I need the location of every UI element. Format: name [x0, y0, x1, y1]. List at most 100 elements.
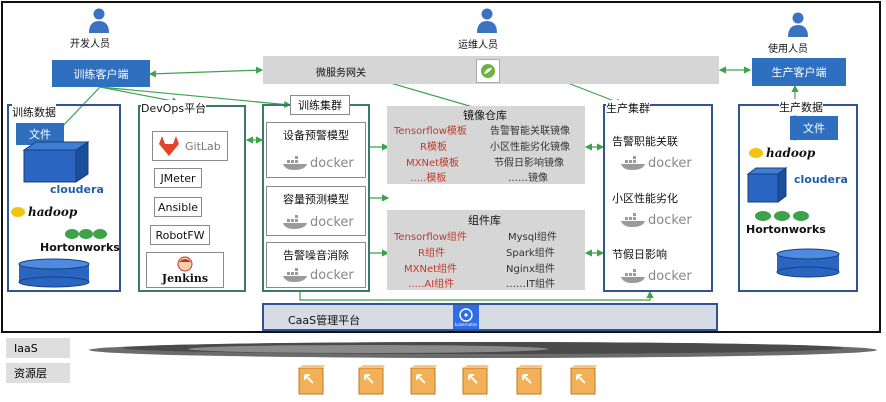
image-repo-panel: [387, 106, 585, 184]
prod-hadoop-text: hadoop: [766, 146, 816, 160]
component-it-1: Mysql组件: [508, 232, 557, 243]
prod-hortonworks-logo: Hortonworks: [746, 223, 826, 236]
dev-person-icon: [88, 8, 110, 38]
ansible-item[interactable]: Ansible: [154, 197, 202, 217]
gitlab-text: GitLab: [185, 139, 221, 153]
image-template-4: …..模板: [410, 173, 447, 184]
iaas-label: IaaS: [14, 341, 38, 355]
component-ai-3: MXNet组件: [404, 264, 458, 275]
model-card-2[interactable]: 容量预测模型: [266, 186, 366, 236]
kubernetes-icon: kubernetes: [453, 305, 479, 329]
prod-file-box: 文件: [790, 116, 838, 140]
resource-label: 资源层: [14, 367, 47, 380]
platform-frame: [1, 1, 881, 333]
ops-role-label: 运维人员: [458, 40, 498, 51]
jmeter-item[interactable]: JMeter: [154, 168, 202, 188]
arrow-client-gateway: [148, 66, 264, 78]
model-label-3: 告警噪音消除: [283, 249, 349, 262]
jenkins-logo: Jenkins: [146, 252, 224, 288]
arrow-client-devops: [99, 86, 180, 105]
docker-text: docker: [310, 214, 354, 230]
server-icon: [298, 364, 326, 400]
prod-elephant-icons: [754, 208, 812, 227]
jenkins-text: Jenkins: [161, 271, 209, 285]
iaas-label-box: IaaS: [6, 338, 70, 358]
docker-logo: docker: [620, 212, 692, 228]
caas-bar: [262, 303, 718, 331]
spring-icon: [476, 59, 500, 83]
component-repo-title: 组件库: [468, 214, 501, 227]
component-repo-panel: [387, 210, 585, 290]
model-label-2: 容量预测模型: [283, 193, 349, 206]
image-template-3: MXNet模板: [406, 158, 460, 169]
component-ai-4: …..AI组件: [408, 279, 455, 290]
prod-client-button[interactable]: 生产客户端: [752, 58, 846, 86]
image-item-2: 小区性能劣化镜像: [490, 142, 570, 153]
component-it-4: ……IT组件: [506, 279, 556, 290]
user-person-icon: [787, 12, 809, 42]
ops-person-icon: [476, 8, 498, 38]
server-icon: [516, 364, 544, 400]
prod-cloudera-logo: cloudera: [794, 173, 848, 186]
image-template-1: Tensorflow模板: [394, 126, 467, 137]
train-data-title: 训练数据: [12, 104, 56, 120]
image-item-1: 告警智能关联镜像: [490, 126, 570, 137]
prod-db-icon: [776, 248, 840, 282]
gitlab-logo: GitLab: [152, 131, 228, 161]
component-it-3: Nginx组件: [506, 264, 555, 275]
prod-hadoop-logo: hadoop: [748, 146, 815, 160]
model-card-1[interactable]: 设备预警模型: [266, 122, 366, 178]
docker-text: docker: [648, 212, 692, 228]
docker-text: docker: [648, 268, 692, 284]
robotfw-item[interactable]: RobotFW: [150, 225, 210, 245]
kubernetes-text: kubernetes: [454, 321, 478, 327]
docker-logo: docker: [620, 268, 692, 284]
server-icon: [410, 364, 438, 400]
image-item-3: 节假日影响镜像: [494, 158, 564, 169]
component-ai-1: Tensorflow组件: [394, 232, 467, 243]
prod-item-label-2: 小区性能劣化: [612, 192, 678, 205]
caas-label: CaaS管理平台: [288, 314, 361, 327]
train-elephant-icons: [64, 226, 108, 245]
server-icon: [358, 364, 386, 400]
train-hortonworks-logo: Hortonworks: [40, 241, 120, 254]
docker-text: docker: [310, 155, 354, 171]
prod-cube-icon: [746, 166, 788, 208]
docker-logo: docker: [282, 155, 354, 171]
train-file-box: 文件: [16, 123, 64, 145]
arrow-client-traincluster: [99, 86, 292, 109]
model-card-3[interactable]: 告警噪音消除: [266, 242, 366, 288]
image-repo-title: 镜像仓库: [463, 109, 507, 122]
model-label-1: 设备预警模型: [283, 129, 349, 142]
prod-cluster-title: 生产集群: [606, 100, 650, 116]
train-db-icon: [18, 258, 90, 292]
user-role-label: 使用人员: [768, 44, 808, 55]
resource-label-box: 资源层: [6, 363, 70, 383]
arrow-cluster-prod-loop: [299, 290, 654, 301]
train-data-panel: [7, 104, 121, 292]
dev-role-label: 开发人员: [70, 39, 110, 50]
docker-logo: docker: [620, 155, 692, 171]
server-icon: [462, 364, 490, 400]
devops-title: DevOps平台: [141, 100, 207, 116]
prod-cluster-panel: [603, 104, 713, 292]
train-hadoop-text: hadoop: [28, 205, 78, 219]
train-cloudera-logo: cloudera: [50, 183, 104, 196]
component-it-2: Spark组件: [506, 248, 555, 259]
image-template-2: R模板: [420, 142, 447, 153]
server-icon: [570, 364, 598, 400]
train-cube-icon: [22, 140, 92, 188]
docker-logo: docker: [282, 267, 354, 283]
docker-text: docker: [648, 155, 692, 171]
docker-logo: docker: [282, 214, 354, 230]
prod-data-title: 生产数据: [779, 99, 823, 115]
prod-item-label-3: 节假日影响: [612, 248, 667, 261]
iaas-cloud-shape: [88, 338, 878, 366]
prod-item-label-1: 告警职能关联: [612, 135, 678, 148]
train-cluster-title: 训练集群: [290, 95, 350, 115]
gateway-label: 微服务网关: [316, 68, 366, 79]
image-item-4: ……镜像: [508, 173, 548, 184]
docker-text: docker: [310, 267, 354, 283]
train-client-button[interactable]: 训练客户端: [52, 60, 150, 87]
train-hadoop-logo: hadoop: [10, 205, 77, 219]
